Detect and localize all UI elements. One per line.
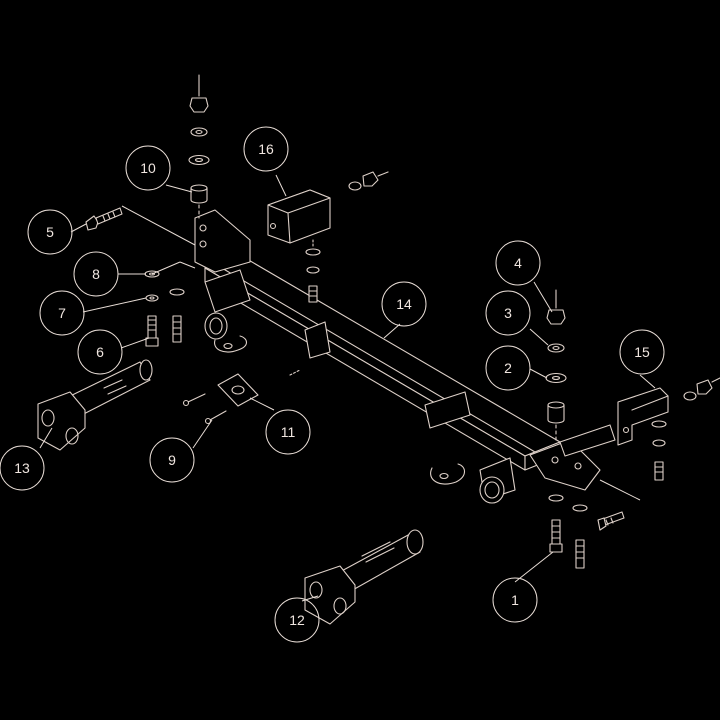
callout-label: 3 [504,305,512,321]
callout-label: 1 [511,592,519,608]
bracket-15 [617,377,720,481]
leader-lines [39,174,656,602]
callout-label: 16 [258,141,274,157]
callout-label: 6 [96,344,104,360]
bracket-16 [267,171,389,303]
callout-9: 9 [149,437,195,483]
left-vertical-hardware [188,74,210,219]
callout-2: 2 [485,345,531,391]
callout-13: 13 [0,445,45,491]
callout-label: 8 [92,266,100,282]
callout-3: 3 [485,290,531,336]
callout-8: 8 [73,251,119,297]
tow-arm-13 [37,359,153,451]
callout-15: 15 [619,329,665,375]
callout-label: 14 [396,296,412,312]
callouts: 1 2 3 4 5 6 7 8 [0,126,665,643]
callout-label: 2 [504,360,512,376]
callout-16: 16 [243,126,289,172]
callout-11: 11 [265,409,311,455]
callout-6: 6 [77,329,123,375]
callout-14: 14 [381,281,427,327]
callout-label: 9 [168,452,176,468]
callout-1: 1 [492,577,538,623]
callout-label: 12 [289,612,305,628]
tow-arm-12 [304,529,424,625]
callout-label: 15 [634,344,650,360]
callout-label: 5 [46,224,54,240]
main-crossbar [194,209,616,504]
callout-label: 13 [14,460,30,476]
callout-4: 4 [495,240,541,286]
right-vertical-hardware [545,289,641,569]
callout-label: 4 [514,255,522,271]
callout-label: 10 [140,160,156,176]
callout-label: 7 [58,305,66,321]
callout-5: 5 [27,209,73,255]
callout-12: 12 [274,597,320,643]
plate-11-and-screws [182,369,301,425]
callout-7: 7 [39,290,85,336]
callout-10: 10 [125,145,171,191]
left-lower-hardware [85,205,196,347]
callout-label: 11 [281,424,296,440]
